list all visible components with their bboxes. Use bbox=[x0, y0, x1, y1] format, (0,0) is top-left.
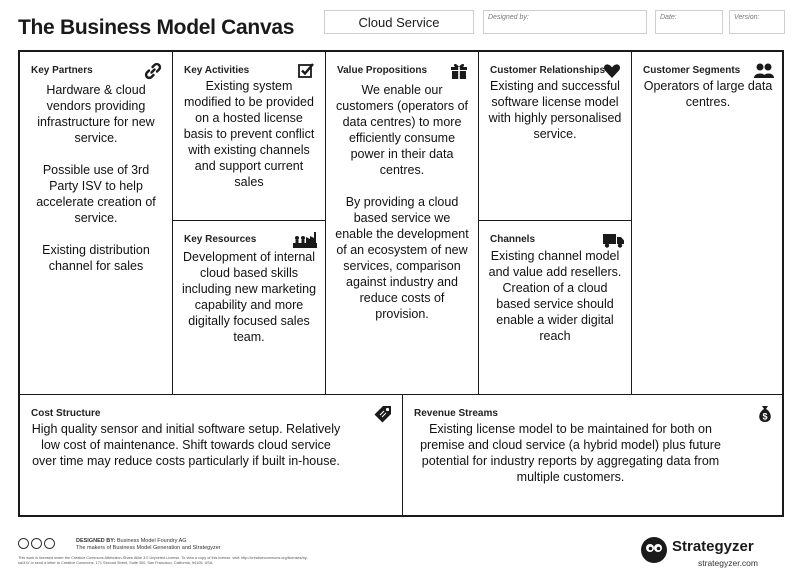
designed-by-credit: DESIGNED BY: Business Model Foundry AG T… bbox=[76, 538, 221, 552]
date-field[interactable]: Date: bbox=[655, 10, 723, 34]
key-partners-text-1: Hardware & cloud vendors providing infra… bbox=[37, 83, 155, 145]
share-alike-icon bbox=[44, 538, 55, 549]
customer-relationships-block[interactable]: Customer Relationships Existing and succ… bbox=[479, 52, 632, 221]
designed-by-name: Business Model Foundry AG bbox=[116, 538, 187, 544]
key-partners-content: Hardware & cloud vendors providing infra… bbox=[28, 82, 164, 290]
customer-relationships-content: Existing and successful software license… bbox=[487, 78, 623, 158]
strategyzer-logo-icon bbox=[641, 537, 667, 563]
attribution-icon bbox=[31, 538, 42, 549]
value-propositions-content: We enable our customers (operators of da… bbox=[334, 82, 470, 338]
channels-content: Existing channel model and value add res… bbox=[487, 248, 623, 360]
key-partners-text-2: Possible use of 3rd Party ISV to help ac… bbox=[36, 163, 156, 225]
value-propositions-block[interactable]: Value Propositions We enable our custome… bbox=[326, 52, 479, 395]
cost-structure-content: High quality sensor and initial software… bbox=[30, 421, 342, 485]
customer-relationships-label: Customer Relationships bbox=[490, 65, 606, 76]
cost-structure-label: Cost Structure bbox=[31, 408, 101, 419]
key-activities-label: Key Activities bbox=[184, 65, 250, 76]
key-resources-label: Key Resources bbox=[184, 234, 257, 245]
customer-segments-text: Operators of large data centres. bbox=[643, 79, 773, 109]
key-resources-content: Development of internal cloud based skil… bbox=[181, 249, 317, 361]
key-resources-block[interactable]: Key Resources Development of internal cl… bbox=[173, 221, 326, 395]
channels-text: Existing channel model and value add res… bbox=[488, 249, 622, 343]
designed-by-subtitle: The makers of Business Model Generation … bbox=[76, 545, 221, 551]
value-propositions-label: Value Propositions bbox=[337, 65, 428, 76]
channels-label: Channels bbox=[490, 234, 536, 245]
checkbox-icon bbox=[297, 62, 315, 80]
customer-segments-block[interactable]: Customer Segments Operators of large dat… bbox=[632, 52, 784, 395]
revenue-streams-text: Existing license model to be maintained … bbox=[420, 422, 721, 484]
revenue-streams-block[interactable]: Revenue Streams $ Existing license model… bbox=[403, 395, 784, 517]
key-activities-content: Existing system modified to be provided … bbox=[181, 78, 317, 206]
factory-workers-icon bbox=[293, 231, 317, 249]
truck-icon bbox=[603, 231, 625, 249]
license-text: This work is licensed under the Creative… bbox=[18, 556, 308, 565]
channels-block[interactable]: Channels Existing channel model and valu… bbox=[479, 221, 632, 395]
key-activities-block[interactable]: Key Activities Existing system modified … bbox=[173, 52, 326, 221]
designed-by-prefix: DESIGNED BY: bbox=[76, 538, 116, 544]
designed-by-field[interactable]: Designed by: bbox=[483, 10, 647, 34]
key-activities-text: Existing system modified to be provided … bbox=[183, 79, 315, 189]
revenue-streams-content: Existing license model to be maintained … bbox=[417, 421, 724, 501]
gift-icon bbox=[450, 62, 468, 80]
business-model-canvas: Key Partners Hardware & cloud vendors pr… bbox=[18, 50, 784, 517]
key-resources-text: Development of internal cloud based skil… bbox=[181, 250, 317, 344]
customer-relationships-text: Existing and successful software license… bbox=[488, 79, 622, 141]
revenue-streams-label: Revenue Streams bbox=[414, 408, 498, 419]
strategyzer-url[interactable]: strategyzer.com bbox=[698, 558, 758, 568]
strategyzer-brand: Strategyzer bbox=[672, 538, 754, 555]
canvas-name-field[interactable]: Cloud Service bbox=[324, 10, 474, 34]
value-propositions-text-2: By providing a cloud based service we en… bbox=[335, 195, 469, 321]
svg-text:$: $ bbox=[762, 412, 767, 422]
footer: DESIGNED BY: Business Model Foundry AG T… bbox=[18, 536, 788, 576]
key-partners-label: Key Partners bbox=[31, 65, 93, 76]
date-label: Date: bbox=[660, 14, 677, 21]
page-title: The Business Model Canvas bbox=[18, 16, 295, 39]
cost-structure-block[interactable]: Cost Structure High quality sensor and i… bbox=[20, 395, 403, 517]
designed-by-label: Designed by: bbox=[488, 14, 529, 21]
link-icon bbox=[144, 62, 162, 80]
key-partners-text-3: Existing distribution channel for sales bbox=[42, 243, 150, 273]
version-label: Version: bbox=[734, 14, 760, 21]
value-propositions-text-1: We enable our customers (operators of da… bbox=[336, 83, 468, 177]
price-tag-icon bbox=[374, 405, 392, 423]
customer-segments-label: Customer Segments bbox=[643, 65, 741, 76]
cost-structure-text: High quality sensor and initial software… bbox=[31, 422, 341, 468]
canvas-name-value: Cloud Service bbox=[358, 15, 440, 30]
creative-commons-badge bbox=[18, 538, 55, 549]
key-partners-block[interactable]: Key Partners Hardware & cloud vendors pr… bbox=[20, 52, 173, 395]
people-icon bbox=[754, 62, 774, 80]
strategyzer-logo[interactable]: Strategyzer strategyzer.com bbox=[640, 536, 780, 576]
customer-segments-content: Operators of large data centres. bbox=[640, 78, 776, 126]
version-field[interactable]: Version: bbox=[729, 10, 785, 34]
cc-icon bbox=[18, 538, 29, 549]
money-bag-icon: $ bbox=[756, 405, 774, 423]
heart-icon bbox=[603, 62, 621, 80]
